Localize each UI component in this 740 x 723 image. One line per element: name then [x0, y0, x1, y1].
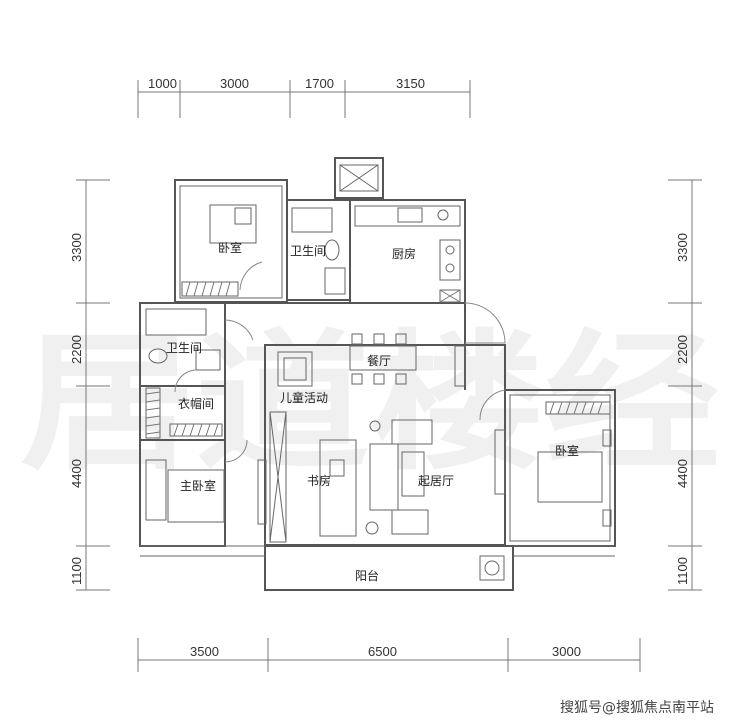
walls: [139, 157, 616, 591]
room-label-dining: 餐厅: [367, 353, 391, 368]
dimension-right: 3300 2200 4400 1100: [668, 179, 702, 591]
dim-bottom-2: 6500: [368, 644, 397, 659]
dim-left-4: 1100: [69, 557, 84, 585]
footer-caption: 搜狐号@搜狐焦点南平站: [560, 700, 714, 716]
room-label-closet: 衣帽间: [178, 396, 214, 411]
dim-top-1: 1000: [148, 76, 177, 91]
dim-bottom-1: 3500: [190, 644, 219, 659]
room-label-bathroom-lower: 卫生间: [166, 341, 202, 355]
doors: [174, 261, 506, 463]
dimension-left: 3300 2200 4400 1100: [69, 179, 110, 591]
dim-right-1: 3300: [675, 233, 690, 262]
room-labels: 卧室 卫生间 厨房 卫生间 餐厅 衣帽间 儿童活动 主卧室 书房 起居厅 卧室 …: [166, 240, 579, 583]
dim-left-2: 2200: [69, 335, 84, 364]
room-label-kids-area: 儿童活动: [280, 390, 328, 405]
dimension-bottom: 3500 6500 3000: [137, 638, 641, 672]
dim-top-3: 1700: [305, 76, 334, 91]
dim-left-1: 3300: [69, 233, 84, 262]
dim-right-2: 2200: [675, 335, 690, 364]
fixtures: [145, 164, 612, 581]
room-label-balcony: 阳台: [355, 568, 379, 583]
dim-left-3: 4400: [69, 459, 84, 488]
room-label-bedroom-right: 卧室: [555, 443, 579, 458]
room-label-study: 书房: [307, 473, 331, 488]
room-label-master-bedroom: 主卧室: [180, 478, 216, 493]
dim-bottom-3: 3000: [552, 644, 581, 659]
room-label-bathroom-upper: 卫生间: [290, 244, 326, 258]
dim-top-2: 3000: [220, 76, 249, 91]
room-label-kitchen: 厨房: [392, 246, 416, 261]
dim-right-3: 4400: [675, 459, 690, 488]
dim-right-4: 1100: [675, 557, 690, 585]
room-label-bedroom-top: 卧室: [218, 240, 242, 255]
dimension-top: 1000 3000 1700 3150: [137, 76, 471, 118]
dim-top-4: 3150: [396, 76, 425, 91]
room-label-living-room: 起居厅: [418, 474, 454, 488]
